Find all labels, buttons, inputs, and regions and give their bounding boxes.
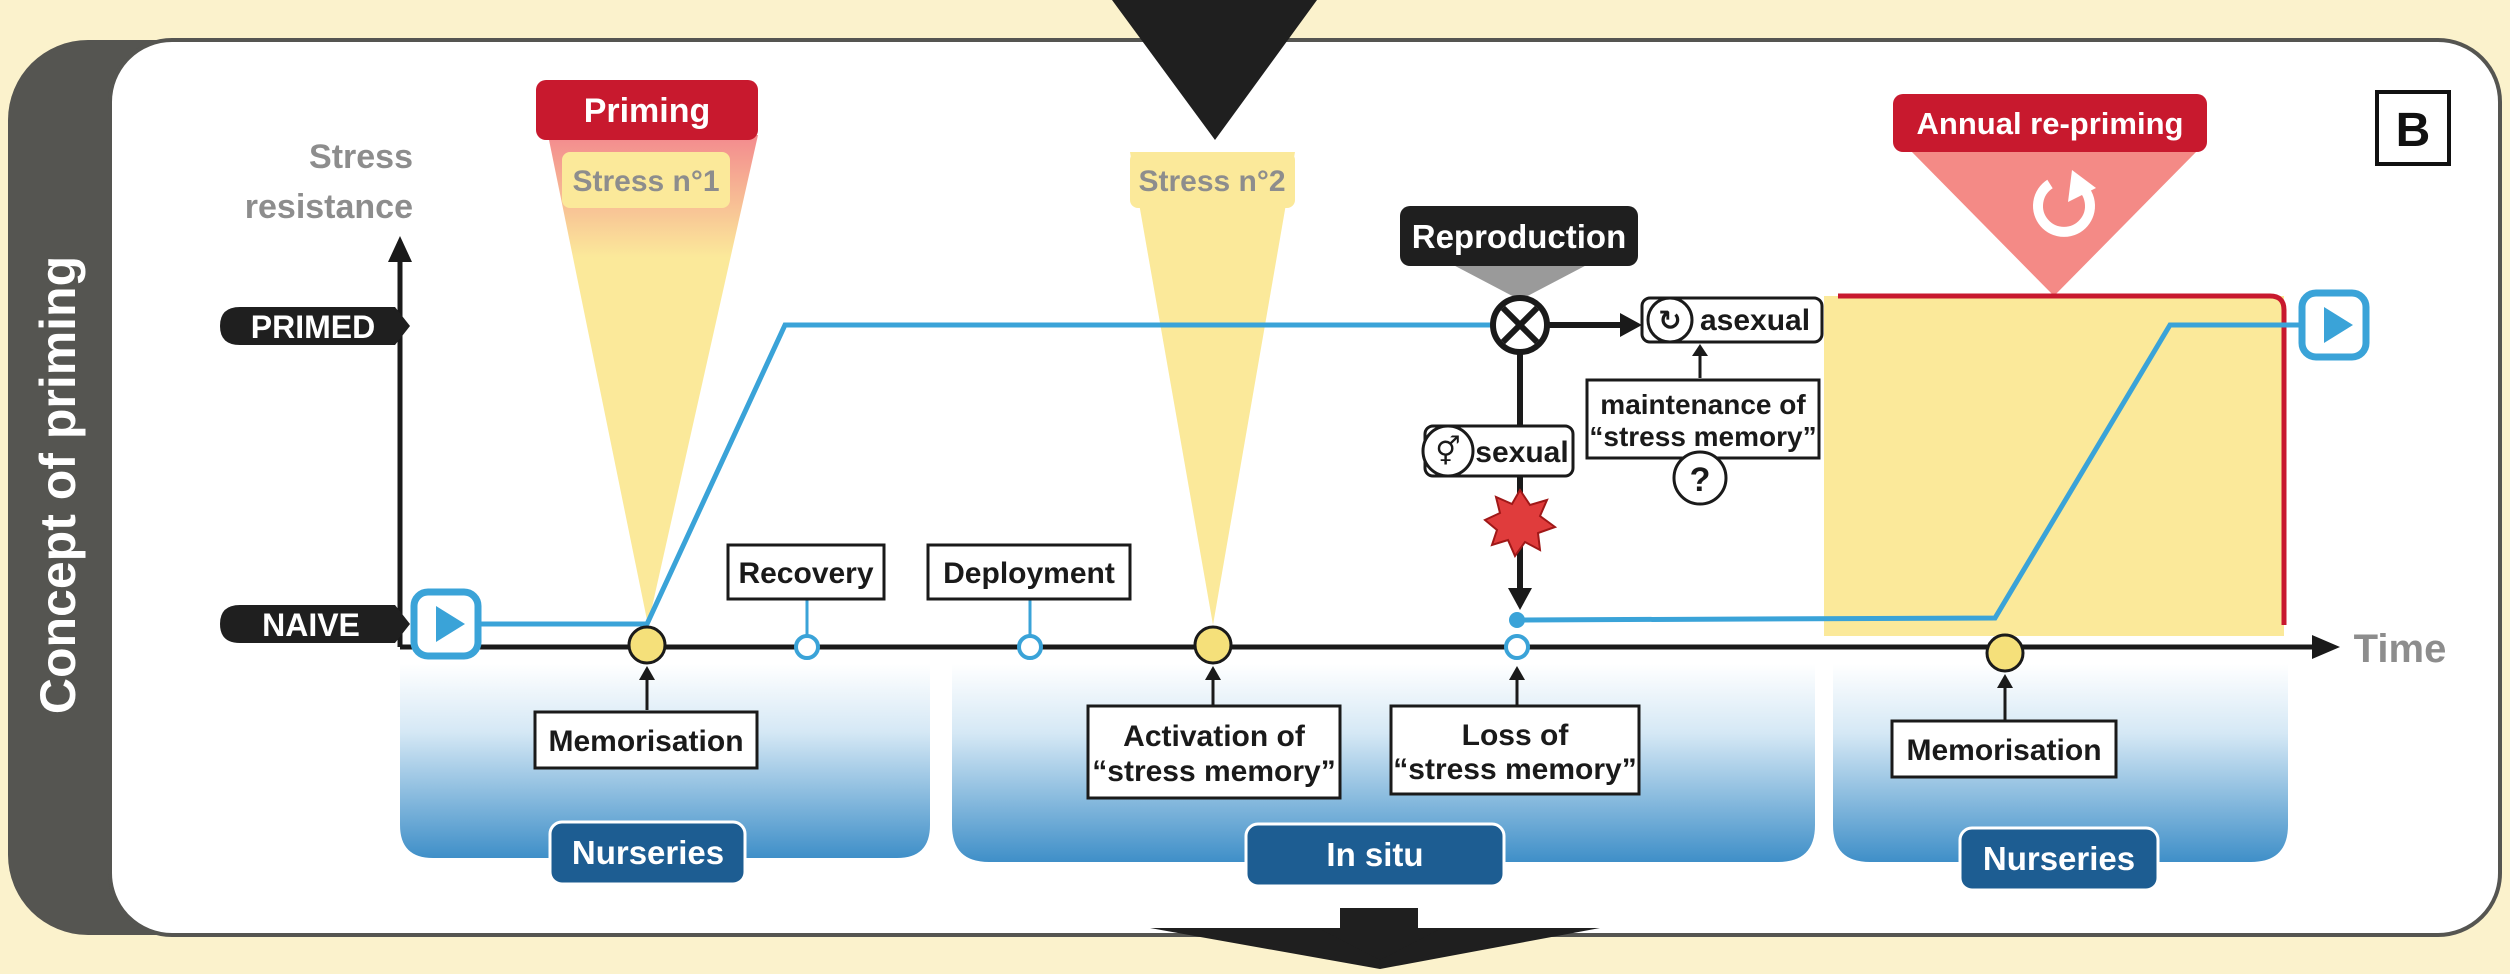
- sexual-label: sexual: [1475, 436, 1568, 469]
- top-connector-arrow: [1112, 0, 1317, 140]
- cross-node-icon: [1490, 295, 1550, 355]
- asexual-label: asexual: [1700, 304, 1810, 337]
- y-axis-label-line2: resistance: [245, 188, 413, 226]
- phase-label-nurseries-1: Nurseries: [572, 834, 724, 871]
- priming-banner: [536, 80, 758, 140]
- repriming-area: [1824, 296, 2284, 636]
- x-axis-arrow: [2312, 635, 2340, 659]
- deployment-box: [926, 543, 1132, 601]
- phase-tag-nurseries-2: [1958, 826, 2160, 892]
- sexual-symbol-icon: [1421, 424, 1475, 478]
- annual-repriming-label: Annual re-priming: [1917, 106, 2184, 141]
- event-memorisation-2-marker: [1985, 633, 2025, 673]
- maintenance-arrow: [1692, 344, 1708, 356]
- priming-label: Priming: [584, 92, 711, 130]
- level-primed-label: PRIMED: [251, 309, 375, 345]
- event-memorisation-1-marker: [627, 625, 667, 665]
- y-axis-label-line1: Stress: [309, 138, 413, 176]
- phase-tag-in-situ: [1244, 822, 1506, 888]
- panel-letter: B: [2396, 104, 2431, 157]
- level-primed-pill: [220, 307, 410, 345]
- activation-line1: Activation of: [1123, 720, 1306, 753]
- activation-box: [1086, 704, 1342, 800]
- x-axis-label: Time: [2354, 627, 2447, 671]
- level-naive-label: NAIVE: [262, 607, 360, 643]
- maintenance-line2: “stress memory”: [1589, 421, 1816, 452]
- end-play-icon: [2324, 307, 2353, 343]
- stress1-label: Stress n°1: [572, 165, 719, 198]
- repriming-area-border: [1838, 293, 2287, 625]
- annual-repriming-banner: [1893, 94, 2207, 152]
- question-mark: ?: [1690, 461, 1711, 499]
- phase-label-in-situ: In situ: [1326, 836, 1423, 873]
- resistance-drop-point: [1509, 612, 1525, 628]
- loss-box: [1389, 704, 1641, 796]
- start-play-icon: [436, 606, 465, 642]
- activation-arrow: [1205, 666, 1221, 680]
- phase-label-nurseries-2: Nurseries: [1983, 840, 2135, 877]
- event-loss-marker: [1504, 634, 1530, 660]
- sexual-symbol-glyph: ⚥: [1435, 435, 1460, 467]
- phase-tag-nurseries-1: [548, 820, 747, 886]
- activation-line2: “stress memory”: [1092, 755, 1335, 788]
- side-title: Concept of priming: [30, 256, 86, 714]
- loss-line1: Loss of: [1462, 719, 1570, 752]
- event-recovery-marker: [794, 634, 820, 660]
- reproduction-label: Reproduction: [1412, 218, 1626, 255]
- bottom-connector-arrow: [1322, 930, 1438, 960]
- loss-line2: “stress memory”: [1393, 753, 1636, 786]
- deployment-label: Deployment: [943, 557, 1115, 590]
- recovery-label: Recovery: [738, 557, 873, 590]
- resistance-line-repriming: [1516, 322, 2302, 623]
- stress-cone-1: [548, 135, 758, 625]
- stress2-tag: [1130, 152, 1295, 208]
- asexual-cycle-icon: [1646, 296, 1694, 344]
- memorisation-2-arrow: [1997, 674, 2013, 688]
- stress1-tag: [562, 152, 730, 208]
- refresh-icon: [2033, 170, 2096, 237]
- memorisation-2-box: [1890, 719, 2118, 779]
- loss-star-icon: [1483, 488, 1558, 559]
- repriming-cone: [1908, 148, 2200, 296]
- bottom-connector-stem: [1340, 908, 1418, 930]
- question-icon: [1672, 450, 1728, 506]
- y-axis-arrow: [388, 236, 412, 262]
- reproduction-pointer: [1440, 258, 1600, 300]
- loss-arrow: [1509, 666, 1525, 680]
- recovery-box: [726, 543, 886, 601]
- level-naive-pill: [220, 605, 410, 643]
- event-deployment-marker: [1017, 634, 1043, 660]
- memorisation-2-label: Memorisation: [1906, 734, 2101, 767]
- stress-cone-2: [1130, 152, 1295, 625]
- maintenance-box: [1585, 378, 1821, 460]
- stress2-label: Stress n°2: [1138, 165, 1285, 198]
- memorisation-1-box: [533, 710, 759, 770]
- reproduction-banner: [1400, 206, 1638, 266]
- asexual-branch-arrow: [1620, 313, 1642, 337]
- asexual-cycle-glyph: ↻: [1658, 305, 1681, 336]
- maintenance-line1: maintenance of: [1600, 389, 1806, 420]
- panel-letter-box: [2375, 90, 2451, 166]
- event-activation-marker: [1193, 625, 1233, 665]
- memorisation-1-label: Memorisation: [548, 725, 743, 758]
- sexual-branch-arrow: [1508, 588, 1532, 610]
- resistance-line-primed: [440, 322, 1495, 627]
- memorisation-1-arrow: [639, 666, 655, 680]
